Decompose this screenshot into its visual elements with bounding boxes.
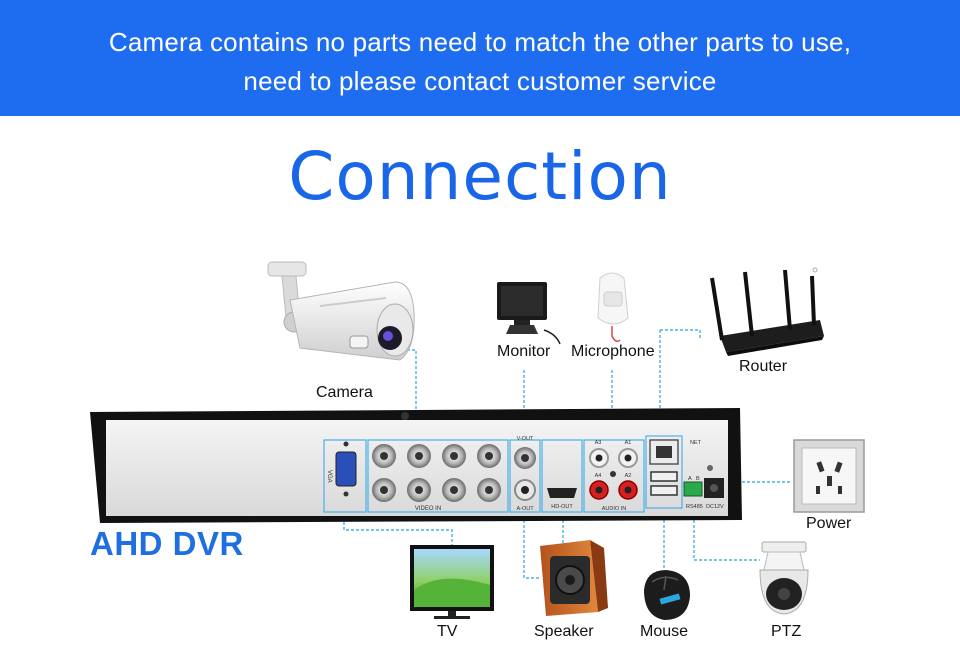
rs485-terminal: [683, 481, 703, 497]
a4-text: A4: [595, 473, 602, 479]
a-out-text: A-OUT: [516, 506, 534, 512]
power-label: Power: [806, 515, 852, 532]
info-banner: Camera contains no parts need to match t…: [0, 0, 960, 116]
rs485-text: RS485: [686, 504, 703, 510]
video-in-ports: [372, 444, 501, 502]
ptz-image: [759, 541, 809, 615]
a1-text: A1: [625, 440, 632, 446]
video-in-text: VIDEO IN: [415, 506, 441, 512]
speaker-label: Speaker: [534, 623, 594, 640]
net-text: NET: [690, 440, 702, 446]
power-socket-image: [793, 439, 865, 513]
hdmi-port: [547, 488, 577, 498]
mouse-label: Mouse: [640, 623, 689, 640]
speaker-image: [540, 540, 608, 616]
terminal-b-text: B: [696, 476, 700, 482]
mouse-image: [644, 570, 690, 620]
usb-port-1: [650, 471, 678, 482]
camera-label: Camera: [316, 384, 373, 401]
banner-line-1: Camera contains no parts need to match t…: [108, 27, 852, 57]
dvr-label: AHD DVR: [90, 525, 244, 562]
a3-text: A3: [595, 440, 602, 446]
monitor-label: Monitor: [497, 343, 551, 360]
audio-in-text: AUDIO IN: [602, 506, 626, 512]
camera-image: [267, 261, 415, 361]
page-title: Connection: [288, 138, 672, 215]
monitor-image: [497, 282, 561, 345]
tv-image: [410, 545, 494, 619]
dc12v-text: DC12V: [706, 504, 724, 510]
v-out-text: V-OUT: [517, 436, 534, 442]
hd-out-text: HD-OUT: [551, 504, 573, 510]
router-image: [710, 267, 824, 356]
ptz-label: PTZ: [771, 623, 802, 640]
vga-port: [335, 451, 357, 487]
tv-label: TV: [437, 623, 458, 640]
vga-text: VGA: [326, 470, 332, 483]
banner-line-2: need to please contact customer service: [243, 66, 717, 96]
microphone-label: Microphone: [571, 343, 655, 360]
usb-port-2: [650, 485, 678, 496]
a2-text: A2: [625, 473, 632, 479]
dvr-unit: VGA VIDEO IN V-OUT A-OUT HD-OUT A3 A1: [90, 408, 742, 523]
terminal-a-text: A: [688, 476, 692, 482]
router-label: Router: [739, 358, 788, 375]
microphone-image: [597, 272, 629, 343]
